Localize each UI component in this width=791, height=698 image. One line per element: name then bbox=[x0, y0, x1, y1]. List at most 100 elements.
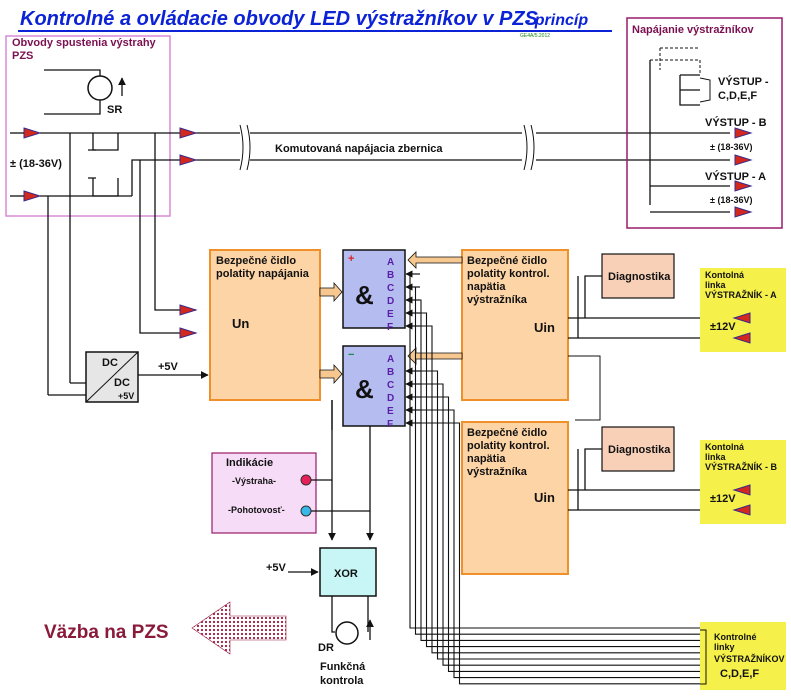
diagnostics-b bbox=[601, 426, 675, 472]
supply-out-b: VÝSTUP - B bbox=[705, 116, 767, 129]
and-gate-plus bbox=[342, 249, 406, 329]
gate-pin-label: E bbox=[387, 309, 394, 320]
sensor-b-line4: výstražníka bbox=[467, 466, 528, 478]
sensor-a bbox=[461, 249, 569, 401]
ctrl-a-line1: Kontolná bbox=[705, 270, 745, 280]
polarity-supply-line2: polatity napájania bbox=[216, 268, 310, 280]
xor-supply: +5V bbox=[266, 562, 287, 574]
author-stamp: GE4A/5.2012 bbox=[520, 33, 550, 39]
bus-break-left bbox=[239, 124, 251, 171]
supply-out-cdef-2: C,D,E,F bbox=[718, 90, 757, 102]
ctrl-b-line2: linka bbox=[705, 452, 727, 462]
sensor-a-symbol: Uin bbox=[534, 320, 555, 335]
sensor-b-line3: napätia bbox=[467, 453, 506, 465]
input-arrow-1 bbox=[23, 127, 42, 139]
ctrl-cdef-line2: linky bbox=[714, 642, 735, 652]
dcdc-out: +5V bbox=[118, 391, 134, 401]
supply-a-arrow-1 bbox=[734, 180, 753, 192]
page-title-suffix: - princíp bbox=[525, 12, 588, 29]
polarity-supply-line1: Bezpečné čidlo bbox=[216, 255, 296, 267]
trigger-title-2: PZS bbox=[12, 50, 33, 62]
and-gate-minus bbox=[342, 345, 406, 427]
and-gate-plus-sign: + bbox=[348, 253, 354, 265]
indication-standby: -Pohotovosť- bbox=[228, 505, 285, 515]
gate-pin-label: F bbox=[387, 322, 393, 333]
bus-arrow-2 bbox=[179, 154, 198, 166]
indication-title: Indikácie bbox=[226, 457, 273, 469]
sensor-a-line1: Bezpečné čidlo bbox=[467, 255, 547, 267]
gate-pin-label: B bbox=[387, 367, 394, 378]
ctrl-a-voltage: ±12V bbox=[710, 321, 736, 333]
indication-warning: -Výstraha- bbox=[232, 476, 276, 486]
supply-b-arrow-1 bbox=[734, 127, 753, 139]
relay-dr-icon bbox=[335, 621, 359, 645]
feedback-label: Väzba na PZS bbox=[44, 622, 169, 643]
sensor-b bbox=[461, 421, 569, 575]
supply-b-voltage: ± (18-36V) bbox=[710, 142, 752, 152]
supply-out-a: VÝSTUP - A bbox=[705, 170, 766, 183]
polarity-supply-sensor bbox=[209, 249, 321, 401]
and-gate-plus-symbol: & bbox=[355, 280, 374, 310]
dcdc-out-label: +5V bbox=[158, 361, 179, 373]
ctrl-a-line3: VÝSTRAŽNÍK - A bbox=[705, 289, 777, 300]
ctrl-b-line3: VÝSTRAŽNÍK - B bbox=[705, 461, 778, 472]
relay-dr-label: DR bbox=[318, 642, 334, 654]
ctrl-b-voltage: ±12V bbox=[710, 493, 736, 505]
diagnostics-b-label: Diagnostika bbox=[608, 444, 671, 456]
sensor-a-line4: výstražníka bbox=[467, 294, 528, 306]
polarity-supply-symbol: Un bbox=[232, 316, 249, 331]
bus-arrow-1 bbox=[179, 127, 198, 139]
trigger-title-1: Obvody spustenia výstrahy bbox=[12, 37, 157, 49]
feedback-arrow-icon bbox=[191, 601, 287, 655]
gate-pin-label: D bbox=[387, 393, 394, 404]
bus-break-right bbox=[523, 124, 535, 171]
and-gate-minus-symbol: & bbox=[355, 374, 374, 404]
indication-box bbox=[211, 452, 317, 534]
supply-out-cdef-1: VÝSTUP - bbox=[718, 75, 769, 88]
gate-pin-label: B bbox=[387, 270, 394, 281]
supply-a-voltage: ± (18-36V) bbox=[710, 195, 752, 205]
page-title: Kontrolné a ovládacie obvody LED výstraž… bbox=[20, 8, 539, 30]
supply-title: Napájanie výstražníkov bbox=[632, 24, 755, 36]
sensor-a-line3: napätia bbox=[467, 281, 506, 293]
diagnostics-a-label: Diagnostika bbox=[608, 271, 671, 283]
supply-a-arrow-2 bbox=[734, 206, 753, 218]
supply-box bbox=[626, 17, 783, 229]
ctrl-cdef-line3: VÝSTRAŽNÍKOV bbox=[714, 653, 785, 664]
and-gate-minus-sign: − bbox=[348, 349, 354, 361]
gate-pin-label: A bbox=[387, 257, 394, 268]
sensor-b-line1: Bezpečné čidlo bbox=[467, 427, 547, 439]
supply-b-arrow-2 bbox=[734, 154, 753, 166]
gate-pin-label: A bbox=[387, 354, 394, 365]
xor-gate bbox=[319, 547, 377, 597]
warning-led-icon bbox=[300, 474, 312, 486]
gate-pin-label: C bbox=[387, 380, 394, 391]
sensor-b-line2: polatity kontrol. bbox=[467, 440, 550, 452]
xor-caption-2: kontrola bbox=[320, 675, 364, 687]
xor-label: XOR bbox=[334, 568, 358, 580]
dcdc-top: DC bbox=[102, 357, 118, 369]
trigger-circuits-box bbox=[5, 35, 171, 217]
gate-pin-label: C bbox=[387, 283, 394, 294]
sensor-b-symbol: Uin bbox=[534, 490, 555, 505]
ctrl-cdef-line4: C,D,E,F bbox=[720, 668, 759, 680]
trigger-voltage: ± (18-36V) bbox=[10, 158, 62, 170]
relay-sr-icon bbox=[87, 75, 113, 101]
control-lines-cdef-box bbox=[700, 622, 786, 690]
ctrl-cdef-line1: Kontrolné bbox=[714, 632, 757, 642]
bus-label: Komutovaná napájacia zbernica bbox=[275, 143, 443, 155]
gate-pin-label: D bbox=[387, 296, 394, 307]
gate-pin-label: F bbox=[387, 419, 393, 430]
ctrl-b-line1: Kontolná bbox=[705, 442, 745, 452]
input-arrow-2 bbox=[23, 190, 42, 202]
xor-caption-1: Funkčná bbox=[320, 661, 366, 673]
dcdc-bottom: DC bbox=[114, 377, 130, 389]
gate-pin-label: E bbox=[387, 406, 394, 417]
ctrl-a-line2: linka bbox=[705, 280, 727, 290]
standby-led-icon bbox=[300, 505, 312, 517]
sensor-a-line2: polatity kontrol. bbox=[467, 268, 550, 280]
relay-sr-label: SR bbox=[107, 104, 122, 116]
diagnostics-a bbox=[601, 253, 675, 299]
